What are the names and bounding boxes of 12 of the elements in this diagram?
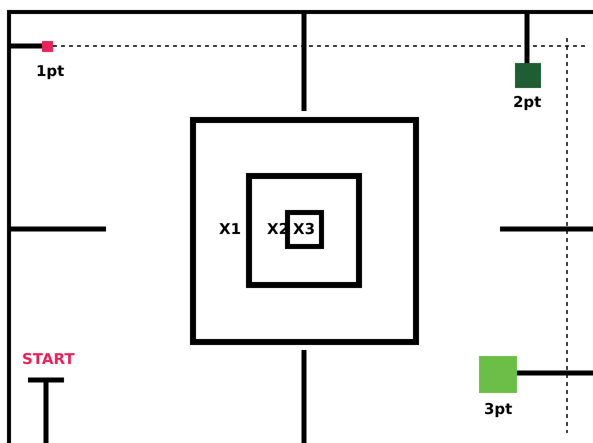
zone-label: X1: [219, 220, 242, 238]
point-label: 3pt: [484, 400, 512, 418]
square-outline: [285, 210, 324, 249]
point-label: 2pt: [513, 93, 542, 111]
square-outline: [190, 117, 419, 345]
point-square: [479, 356, 517, 393]
point-square: [42, 41, 53, 52]
start-label: START: [22, 350, 75, 368]
point-square: [515, 63, 541, 88]
point-label: 1pt: [36, 62, 64, 80]
zone-label: X3: [293, 220, 316, 238]
square-outline: [246, 173, 362, 288]
